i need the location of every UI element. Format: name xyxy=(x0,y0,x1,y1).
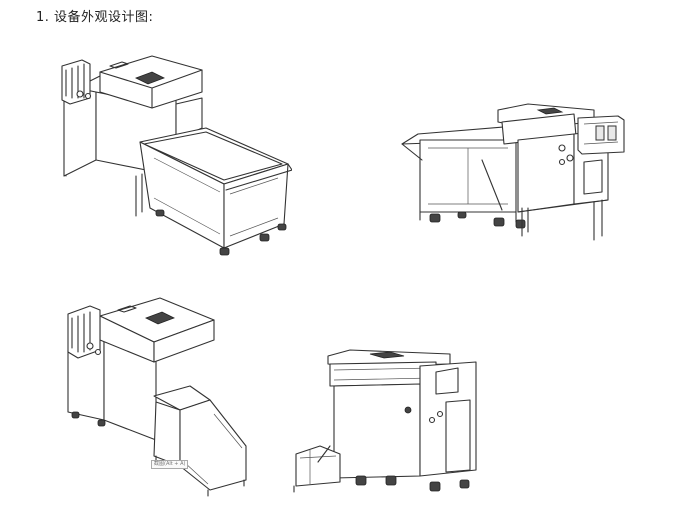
figure-view-front-left-variant xyxy=(60,296,260,500)
figure-view-side-right xyxy=(290,346,490,498)
machine-drawing-4 xyxy=(293,349,477,493)
section-heading: 1. 设备外观设计图: xyxy=(36,10,154,25)
figure-view-back-right xyxy=(398,100,634,248)
machine-drawing-1 xyxy=(61,55,292,256)
machine-drawing-2 xyxy=(401,103,625,241)
screenshot-overlay-tag: 截图(Alt + A) xyxy=(151,460,189,469)
figure-view-front-left xyxy=(56,48,292,262)
machine-drawing-3 xyxy=(67,297,247,497)
